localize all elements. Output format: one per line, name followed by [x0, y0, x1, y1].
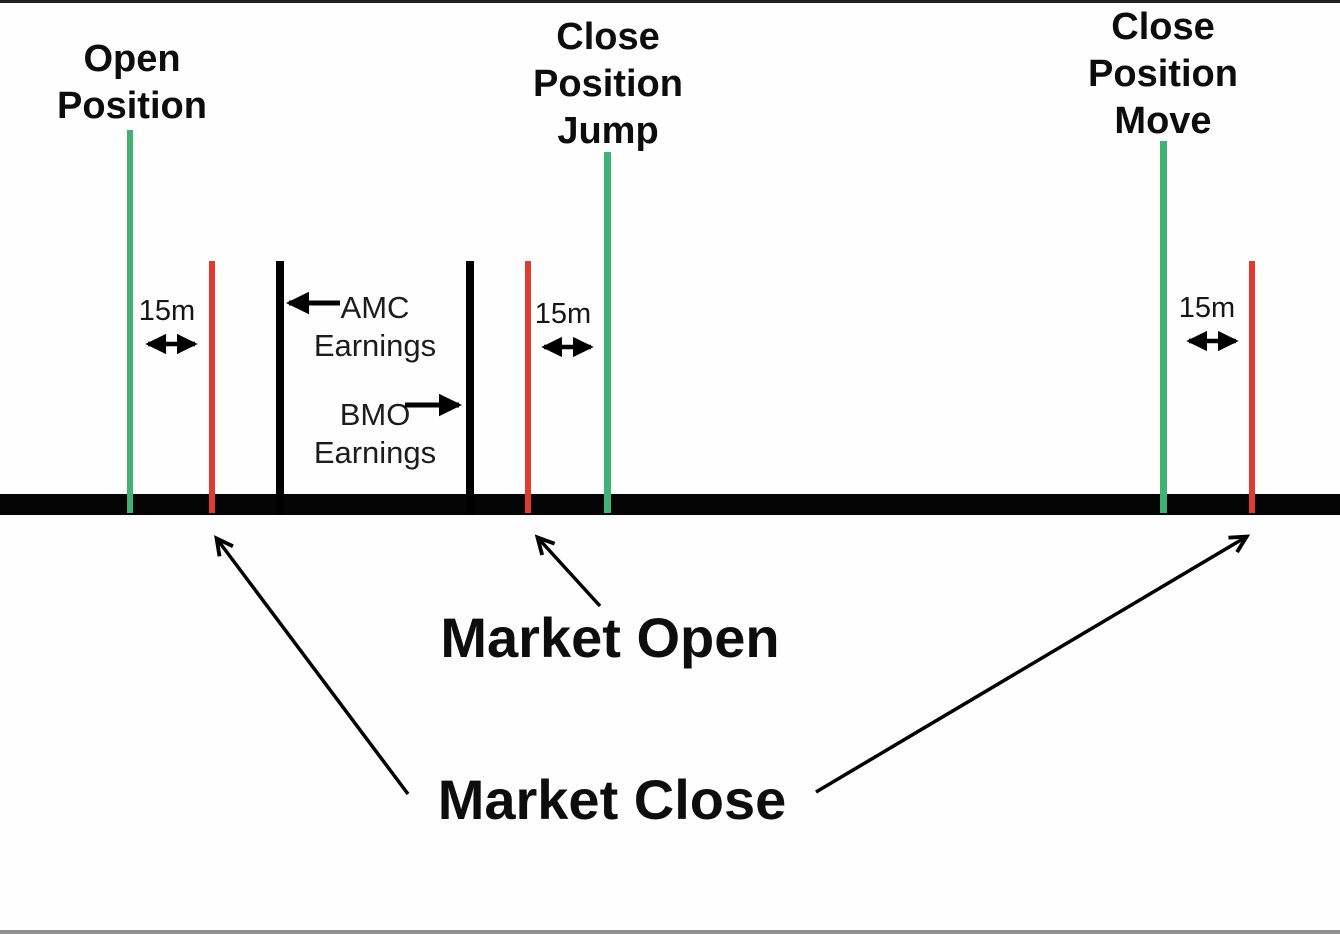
gap-15m-label-3: 15m	[1178, 292, 1236, 324]
market-close-arrow-left	[214, 535, 410, 796]
close-position-jump-marker-line	[604, 152, 611, 513]
amc-earnings-marker-line	[276, 261, 284, 515]
gap-15m-label-2: 15m	[534, 298, 592, 330]
market-close-arrow-right	[815, 534, 1251, 794]
market-open-label: Market Open	[440, 606, 780, 669]
top-border	[0, 0, 1340, 3]
market-close-label: Market Close	[437, 768, 787, 831]
open-position-marker-line	[127, 130, 133, 513]
market-open-arrow	[534, 534, 602, 608]
market-close-marker-line-1	[209, 261, 215, 513]
market-close-marker-line-3	[1249, 261, 1255, 513]
gap-15m-label-1: 15m	[138, 295, 196, 327]
bottom-border	[0, 930, 1340, 934]
open-position-label: Open Position	[57, 38, 207, 127]
timeline-axis	[0, 494, 1340, 515]
market-open-marker-line	[525, 261, 531, 513]
close-position-jump-label: Close Position Jump	[533, 16, 683, 152]
bmo-earnings-marker-line	[466, 261, 474, 515]
close-position-move-label: Close Position Move	[1088, 6, 1238, 142]
bmo-earnings-label: BMO Earnings	[313, 397, 437, 470]
amc-earnings-label: AMC Earnings	[313, 290, 437, 363]
close-position-move-marker-line	[1160, 141, 1167, 513]
